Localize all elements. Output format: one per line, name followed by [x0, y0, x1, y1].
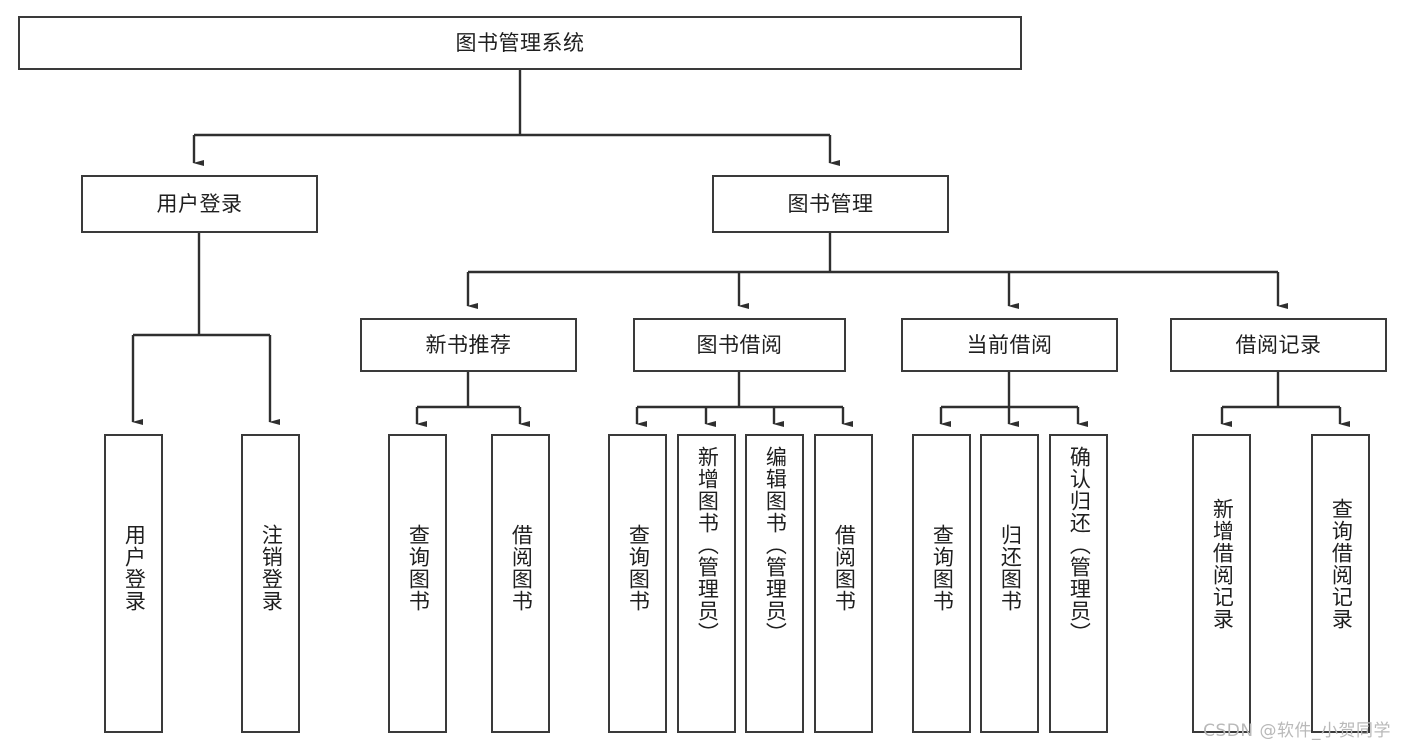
node-leaf-confirm-return[interactable]: 确认归还（管理员）	[1049, 434, 1108, 733]
node-user-login[interactable]: 用户登录	[81, 175, 318, 233]
node-leaf-user-logout[interactable]: 注销登录	[241, 434, 300, 733]
node-leaf-edit-book-label: 编辑图书（管理员）	[763, 446, 788, 644]
node-leaf-add-record-label: 新增借阅记录	[1210, 498, 1235, 630]
node-book-borrow-label: 图书借阅	[696, 332, 783, 357]
node-leaf-user-login-label: 用户登录	[122, 524, 147, 612]
node-leaf-confirm-return-label: 确认归还（管理员）	[1067, 446, 1092, 644]
node-borrow-record[interactable]: 借阅记录	[1170, 318, 1387, 372]
node-leaf-query-record-label: 查询借阅记录	[1329, 498, 1354, 630]
node-leaf-return-book[interactable]: 归还图书	[980, 434, 1039, 733]
node-leaf-query-record[interactable]: 查询借阅记录	[1311, 434, 1370, 733]
node-leaf-borrow-book-2[interactable]: 借阅图书	[814, 434, 873, 733]
node-leaf-add-record[interactable]: 新增借阅记录	[1192, 434, 1251, 733]
node-new-book-recommend[interactable]: 新书推荐	[360, 318, 577, 372]
node-current-borrow[interactable]: 当前借阅	[901, 318, 1118, 372]
node-leaf-query-book-1[interactable]: 查询图书	[388, 434, 447, 733]
node-leaf-borrow-book-2-label: 借阅图书	[832, 524, 857, 612]
node-leaf-edit-book[interactable]: 编辑图书（管理员）	[745, 434, 804, 733]
node-user-login-label: 用户登录	[156, 191, 243, 216]
node-leaf-query-book-3[interactable]: 查询图书	[912, 434, 971, 733]
node-leaf-borrow-book-1-label: 借阅图书	[509, 524, 534, 612]
node-root[interactable]: 图书管理系统	[18, 16, 1022, 70]
node-leaf-query-book-2-label: 查询图书	[626, 524, 651, 612]
node-leaf-return-book-label: 归还图书	[998, 524, 1023, 612]
node-borrow-record-label: 借阅记录	[1235, 332, 1322, 357]
node-current-borrow-label: 当前借阅	[966, 332, 1053, 357]
node-leaf-user-login[interactable]: 用户登录	[104, 434, 163, 733]
csdn-watermark: CSDN @软件_小贺同学	[1203, 721, 1391, 741]
node-leaf-query-book-1-label: 查询图书	[406, 524, 431, 612]
node-leaf-add-book[interactable]: 新增图书（管理员）	[677, 434, 736, 733]
node-new-book-recommend-label: 新书推荐	[425, 332, 512, 357]
node-leaf-query-book-3-label: 查询图书	[930, 524, 955, 612]
node-book-borrow[interactable]: 图书借阅	[633, 318, 846, 372]
node-leaf-borrow-book-1[interactable]: 借阅图书	[491, 434, 550, 733]
node-leaf-user-logout-label: 注销登录	[259, 524, 284, 612]
node-leaf-query-book-2[interactable]: 查询图书	[608, 434, 667, 733]
node-root-label: 图书管理系统	[455, 30, 585, 55]
node-book-manage-label: 图书管理	[787, 191, 874, 216]
node-leaf-add-book-label: 新增图书（管理员）	[695, 446, 720, 644]
node-book-manage[interactable]: 图书管理	[712, 175, 949, 233]
